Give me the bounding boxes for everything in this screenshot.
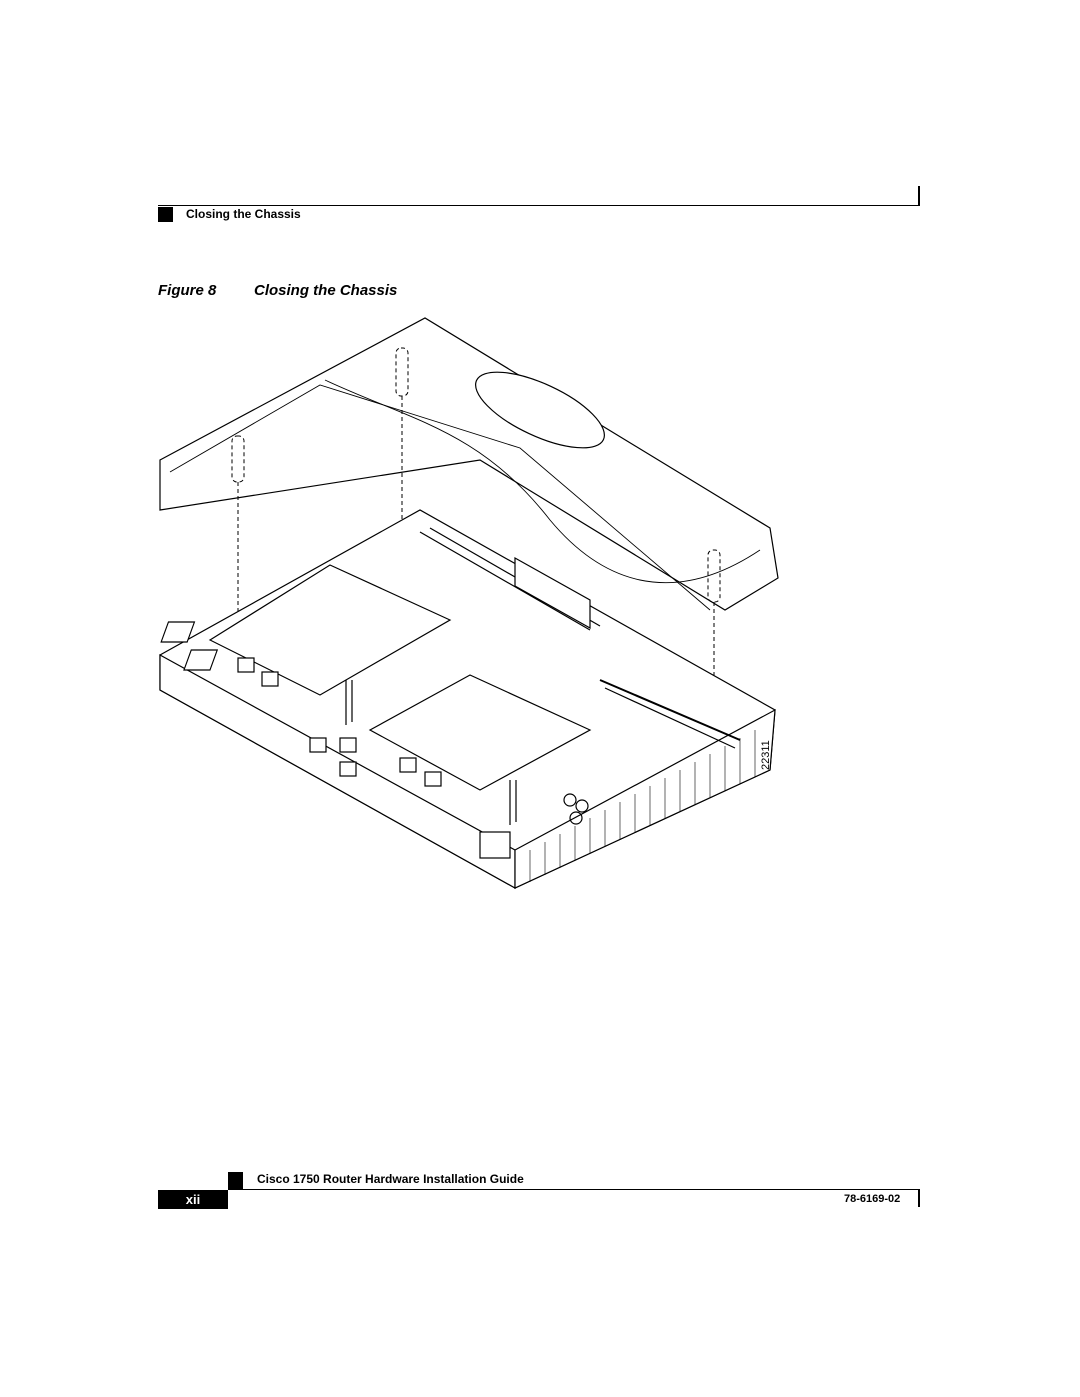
chassis-illustration bbox=[150, 310, 790, 910]
page-number: xii bbox=[158, 1190, 228, 1209]
figure-caption: Closing the Chassis bbox=[254, 282, 398, 299]
document-number: 78-6169-02 bbox=[844, 1193, 901, 1205]
footer-bar bbox=[918, 1190, 920, 1207]
header-marker bbox=[158, 207, 173, 222]
footer-marker bbox=[228, 1172, 243, 1189]
running-header: Closing the Chassis bbox=[186, 207, 301, 221]
footer-rule bbox=[228, 1189, 920, 1190]
header-rule bbox=[158, 205, 920, 206]
guide-title: Cisco 1750 Router Hardware Installation … bbox=[257, 1172, 524, 1186]
header-bar bbox=[918, 186, 920, 205]
figure-id: 22311 bbox=[760, 740, 772, 770]
figure-label: Figure 8 bbox=[158, 282, 217, 299]
